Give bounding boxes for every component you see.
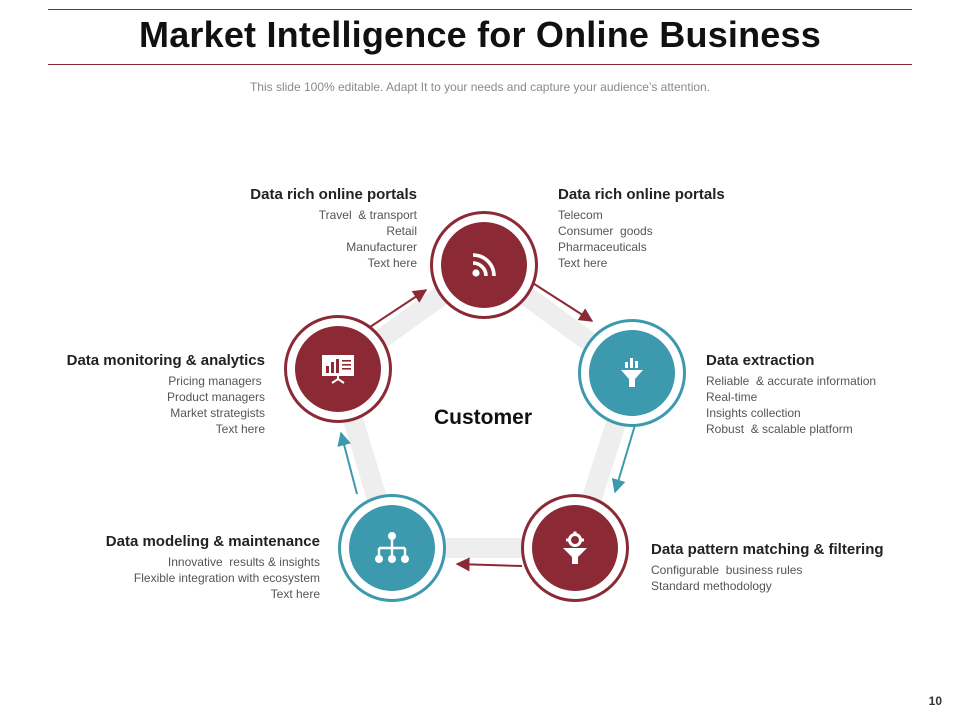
title-underline [48,64,912,65]
text-block-portals-left: Data rich online portals Travel & transp… [250,186,417,271]
block-line: Text here [270,587,320,601]
block-line: Text here [367,256,417,270]
block-line: Text here [558,256,608,270]
rss-icon [472,253,496,277]
funnel-chart-icon [621,358,643,387]
block-line: Configurable business rules [651,563,803,577]
block-heading: Data extraction [706,352,815,369]
page-number: 10 [928,694,942,708]
block-heading: Data pattern matching & filtering [651,541,884,558]
block-line: Robust & scalable platform [706,422,853,436]
block-line: Market strategists [170,406,265,420]
arrow-modeling-to-monitoring [337,431,358,495]
block-heading: Data modeling & maintenance [105,533,320,550]
block-line: Manufacturer [346,240,417,254]
top-rule [48,9,912,10]
gear-funnel-icon [563,531,587,564]
block-heading: Data rich online portals [558,186,725,203]
block-line: Travel & transport [318,208,417,222]
block-heading: Data rich online portals [250,186,417,203]
text-block-monitoring: Data monitoring & analytics Pricing mana… [67,352,265,437]
block-line: Product managers [166,390,265,404]
hierarchy-icon [375,532,409,563]
arrow-portals-to-extraction [527,279,594,322]
arrow-filtering-to-modeling [455,557,523,572]
center-label: Customer [433,406,533,429]
block-line: Text here [215,422,265,436]
presentation-chart-icon [322,355,354,384]
block-line: Insights collection [706,406,801,420]
node-data-portals [430,211,538,319]
arrow-monitoring-to-portals [369,289,428,328]
slide-title: Market Intelligence for Online Business [139,14,821,55]
block-line: Consumer goods [558,224,653,238]
block-line: Pricing managers [168,374,265,388]
text-block-filtering: Data pattern matching & filtering Config… [651,541,884,594]
node-data-monitoring [284,315,392,423]
text-block-portals-right: Data rich online portals Telecom Consume… [558,186,725,271]
block-line: Standard methodology [651,579,772,593]
block-heading: Data monitoring & analytics [66,352,265,369]
block-line: Retail [386,224,417,238]
text-block-extraction: Data extraction Reliable & accurate info… [706,352,876,437]
block-line: Flexible integration with ecosystem [133,571,320,585]
block-line: Innovative results & insights [167,555,320,569]
block-line: Real-time [706,390,758,404]
arrow-extraction-to-filtering [611,424,636,494]
block-line: Telecom [558,208,603,222]
node-data-extraction [578,319,686,427]
node-data-modeling [338,494,446,602]
node-data-filtering [521,494,629,602]
text-block-modeling: Data modeling & maintenance Innovative r… [106,533,320,602]
slide-subtitle: This slide 100% editable. Adapt It to yo… [249,80,711,94]
block-line: Pharmaceuticals [558,240,647,254]
block-line: Reliable & accurate information [706,374,877,388]
